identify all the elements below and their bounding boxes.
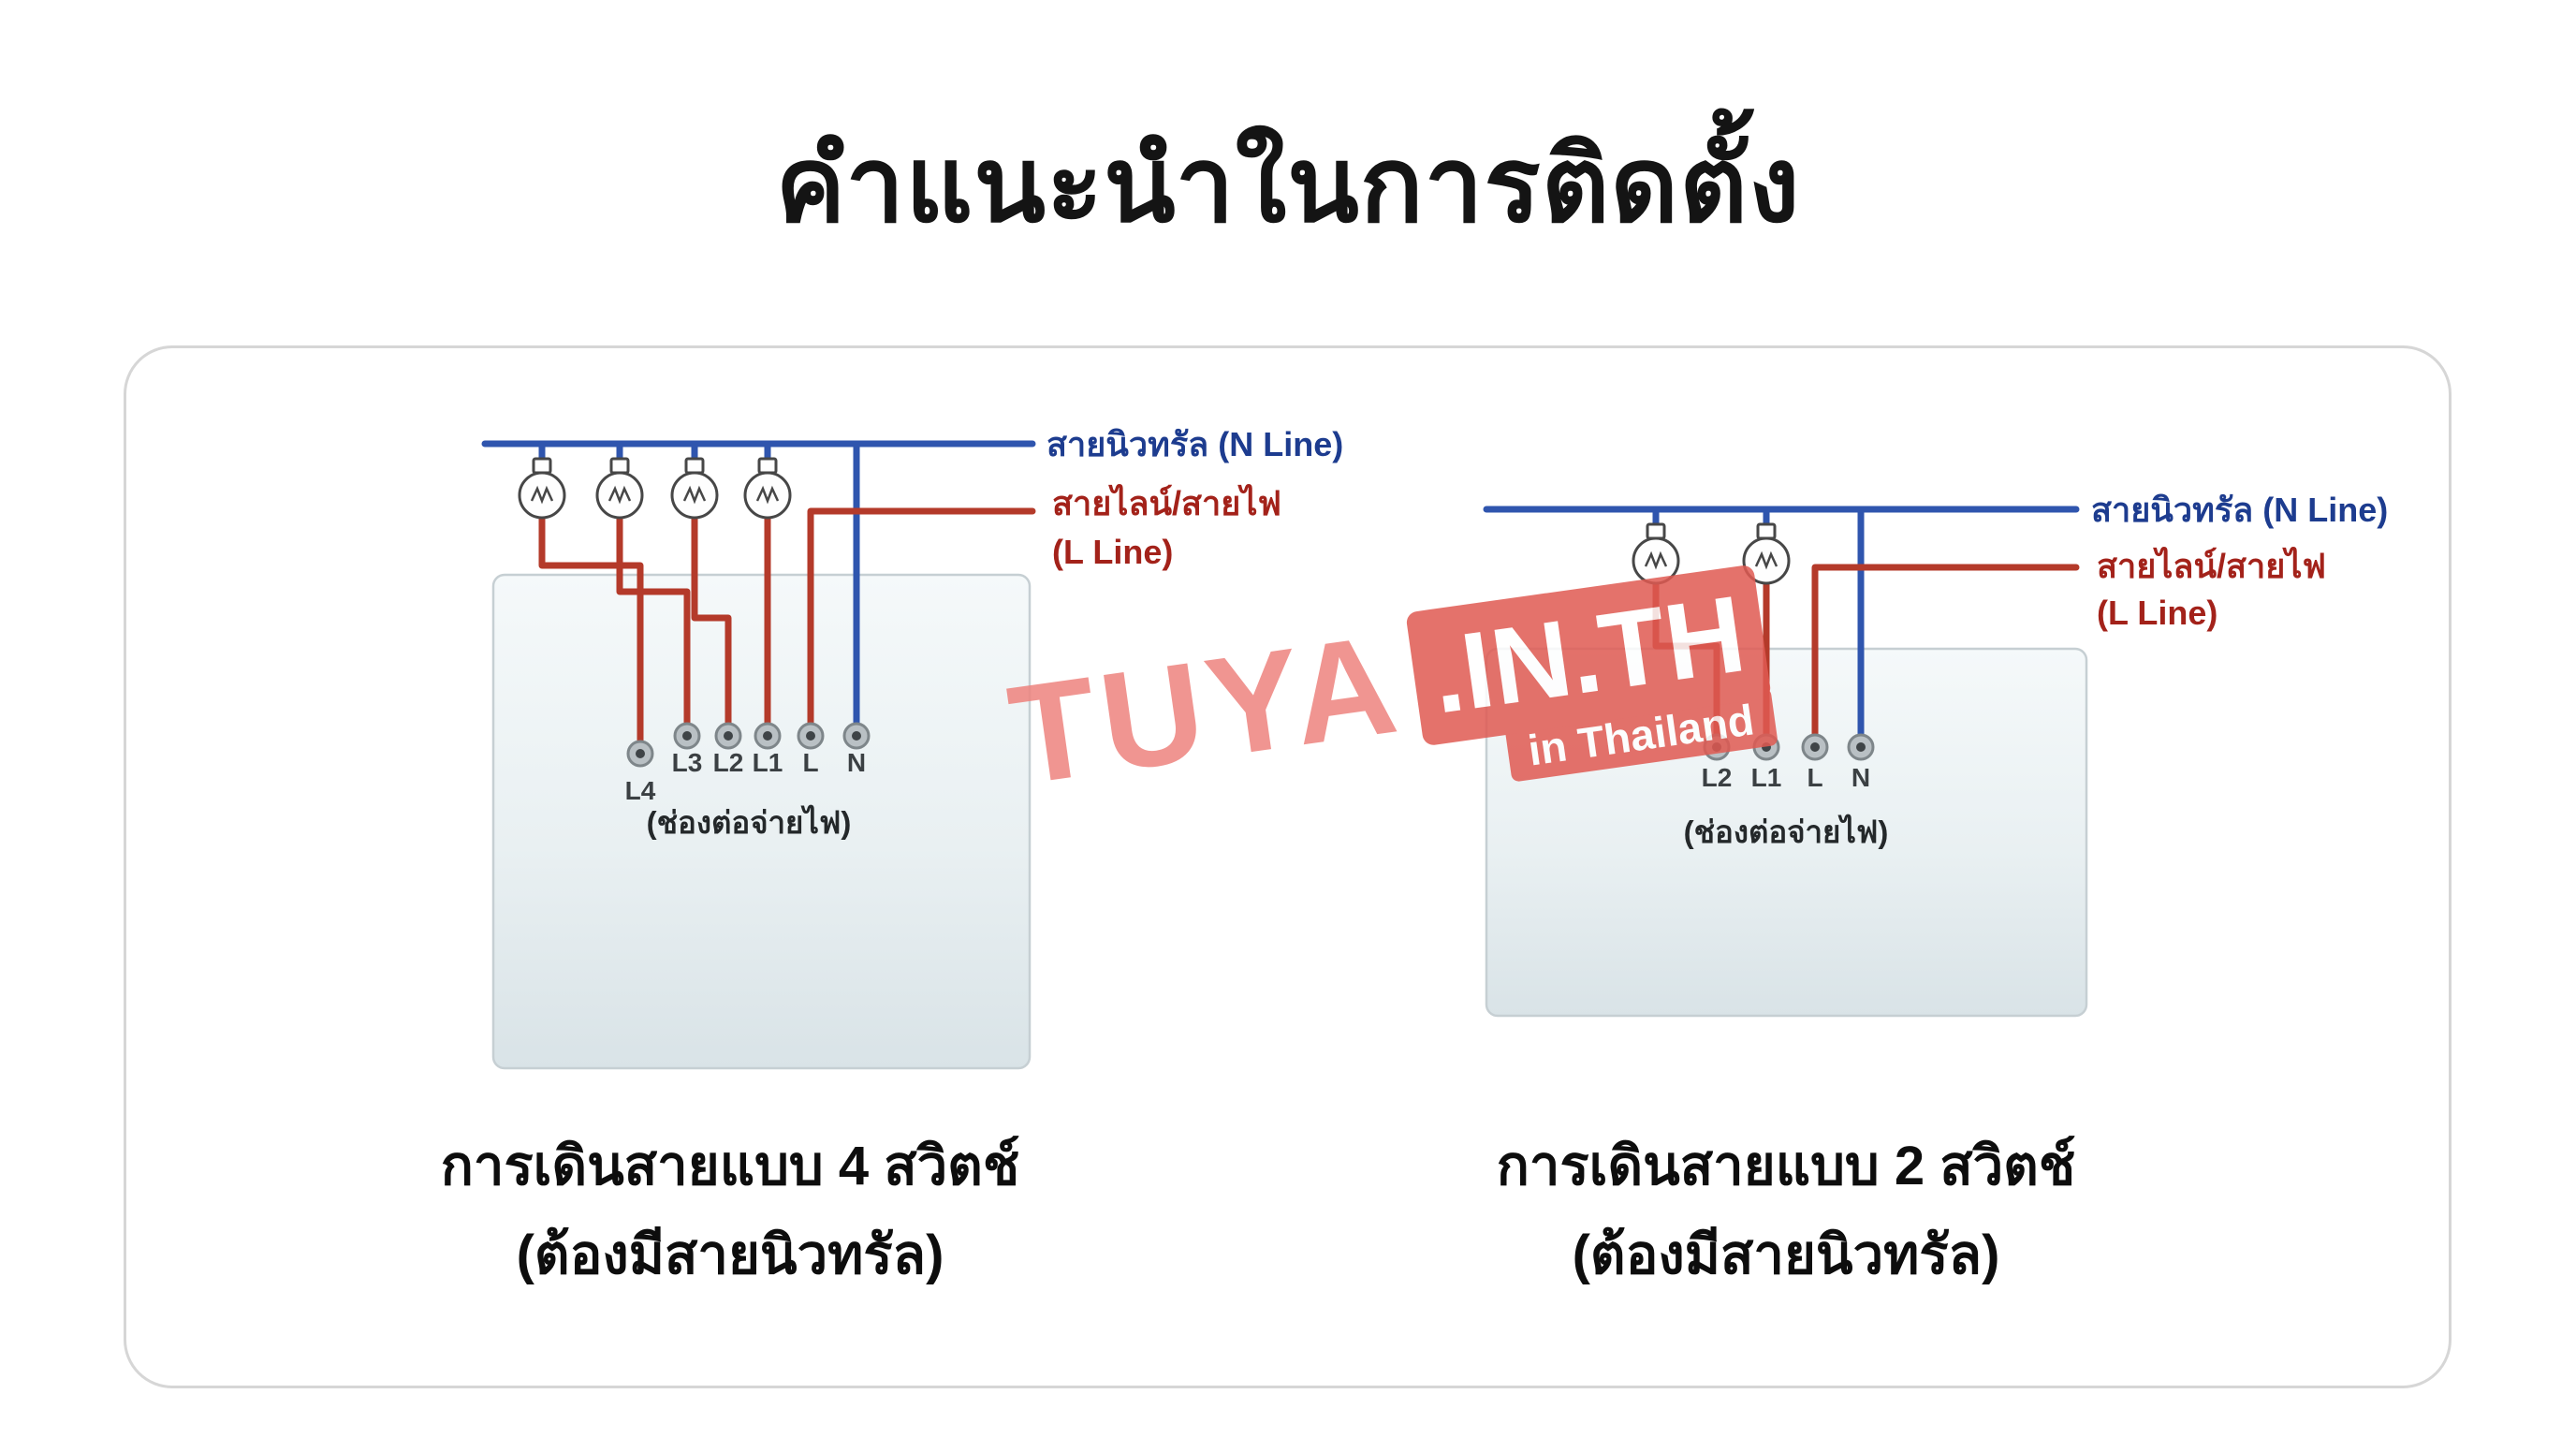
terminal-label-l2: L2 — [713, 748, 744, 777]
terminal-n — [842, 722, 871, 750]
terminal-l3 — [673, 722, 701, 750]
terminal-label-n: N — [1852, 763, 1870, 792]
bulb-icon — [595, 457, 644, 520]
terminal-l — [797, 722, 825, 750]
caption-right-line1: การเดินสายแบบ 2 สวิตช์ — [1496, 1136, 2076, 1196]
bulb-icon — [670, 457, 719, 520]
line-label-left-1: สายไลน์/สายไฟ — [1052, 483, 1281, 522]
terminal-label-l: L — [802, 748, 818, 777]
line-label-right-1: สายไลน์/สายไฟ — [2097, 546, 2326, 585]
line-label-left-2: (L Line) — [1052, 533, 1173, 571]
caption-left-line1: การเดินสายแบบ 4 สวิตช์ — [440, 1136, 1020, 1196]
socket-label-right: (ช่องต่อจ่ายไฟ) — [1684, 814, 1889, 849]
terminal-label-l1: L1 — [1751, 763, 1782, 792]
caption-left: การเดินสายแบบ 4 สวิตช์ (ต้องมีสายนิวทรัล… — [356, 1122, 1105, 1299]
caption-right-line2: (ต้องมีสายนิวทรัล) — [1572, 1225, 2000, 1285]
terminal-l — [1801, 733, 1829, 761]
switch-panel-4gang — [491, 573, 1032, 1070]
neutral-line-label-left: สายนิวทรัล (N Line) — [1046, 425, 1343, 463]
socket-label-left: (ช่องต่อจ่ายไฟ) — [647, 804, 852, 840]
bulb-icon — [1632, 522, 1680, 585]
terminal-label-l2: L2 — [1702, 763, 1733, 792]
terminal-label-l1: L1 — [753, 748, 783, 777]
terminal-l4 — [626, 740, 654, 768]
terminal-label-l4: L4 — [625, 776, 656, 805]
caption-left-line2: (ต้องมีสายนิวทรัล) — [516, 1225, 944, 1285]
bulb-icon — [518, 457, 566, 520]
terminal-l2 — [714, 722, 742, 750]
terminal-l1 — [754, 722, 782, 750]
bulb-icon — [743, 457, 792, 520]
line-label-right-2: (L Line) — [2097, 594, 2217, 632]
terminal-n — [1847, 733, 1875, 761]
neutral-wires-left — [481, 440, 1036, 740]
terminal-label-l3: L3 — [672, 748, 703, 777]
caption-right: การเดินสายแบบ 2 สวิตช์ (ต้องมีสายนิวทรัล… — [1412, 1122, 2160, 1299]
bulb-icon — [1742, 522, 1791, 585]
page-title: คำแนะนำในการติดตั้ง — [775, 126, 1801, 243]
line-wires-left — [538, 507, 1036, 757]
terminal-label-l: L — [1807, 763, 1822, 792]
left-diagram: L4 L3 L2 L1 L N (ช่องต่อจ่ายไฟ) สายนิวทร… — [481, 425, 1343, 1070]
neutral-line-label-right: สายนิวทรัล (N Line) — [2091, 491, 2388, 529]
terminal-label-n: N — [847, 748, 866, 777]
